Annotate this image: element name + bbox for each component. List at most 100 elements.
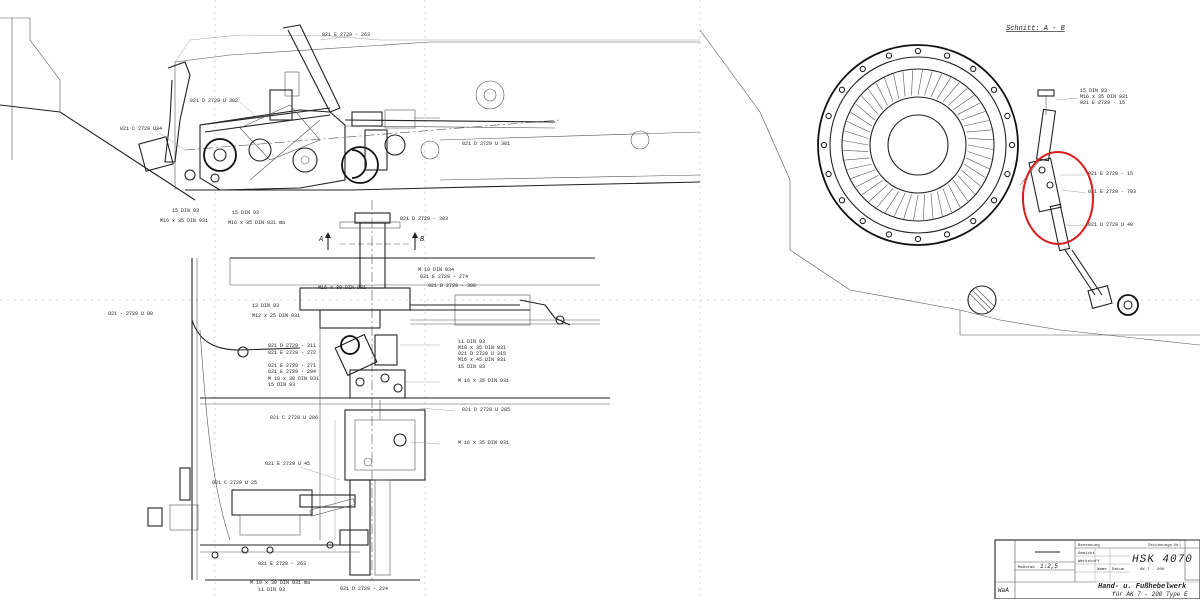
- tb-scale-label: Maßstab: [1018, 565, 1035, 570]
- label: 021 D 2729 - 224: [340, 586, 388, 592]
- drum-bolt-hole: [859, 217, 866, 225]
- drum-fin: [957, 175, 975, 195]
- drum-bolt-hole: [820, 141, 828, 149]
- tb-field-benennung: Benennung: [1078, 544, 1100, 548]
- drum-bolt-hole: [1008, 141, 1016, 149]
- drum-fin: [966, 157, 990, 169]
- label: 021 D 2729 U 315: [458, 351, 506, 357]
- drum-fin: [966, 129, 992, 133]
- tb-field-werkstoff: Werkstoff: [1078, 559, 1100, 564]
- drum-fin: [964, 120, 989, 127]
- label: 021 E 2729 - 263: [258, 561, 306, 567]
- tb-field-name: Name: [1097, 568, 1107, 572]
- drum-fin: [967, 151, 992, 160]
- label: M16 x 30 DIN 931: [318, 285, 366, 291]
- drum-fin: [942, 188, 952, 213]
- label: 021 E 2729 - 274: [420, 274, 468, 280]
- tb-field-gewicht: Gewicht: [1078, 551, 1095, 556]
- plan-view: [147, 200, 610, 581]
- tb-gearbox: AK 7 - 200: [1140, 568, 1165, 572]
- annotation-circle: [1022, 151, 1094, 245]
- drum-bolt-hole: [1004, 170, 1011, 178]
- label: 021 E 2729 - 783: [1088, 189, 1136, 195]
- label: 021 E 2729 - 263: [322, 32, 370, 38]
- drum-fin: [913, 194, 919, 220]
- drum-fin: [867, 88, 883, 110]
- drum-bolt-hole: [990, 197, 998, 204]
- label: M16 x 45 DIN 931: [458, 357, 506, 363]
- label: M 10 DIN 934: [418, 267, 454, 273]
- label: M 10 x 30 DIN 931: [268, 376, 319, 382]
- drum-fin: [923, 194, 925, 220]
- plan-view-labels: 021 - 2729 U 80 M 10 DIN 934 021 E 2729 …: [108, 267, 510, 593]
- drum-fin: [936, 77, 952, 99]
- drum-fin: [964, 163, 986, 179]
- label: 021 D 2729 U 40: [1088, 222, 1133, 228]
- label: 11 DIN 93: [258, 587, 285, 593]
- drum-fin: [936, 191, 943, 216]
- section-marker-b: B: [420, 236, 424, 244]
- label: 15 DIN 93: [268, 382, 295, 388]
- drum-fin: [846, 121, 870, 133]
- drum-fin: [861, 95, 879, 115]
- label: 021 E 2729 - 294: [268, 369, 316, 375]
- drum-bolt-hole: [914, 235, 922, 243]
- drum-fin: [844, 157, 870, 161]
- drum-fin: [961, 169, 981, 187]
- drum-bolt-hole: [970, 65, 977, 73]
- drum-fin: [942, 82, 960, 102]
- drum-bolt-hole: [885, 52, 893, 59]
- drum-fin: [875, 82, 888, 106]
- drum-fin: [903, 194, 912, 219]
- drum-fin: [843, 140, 869, 146]
- section-cut-markers: A B: [318, 232, 424, 250]
- section-title: Schnitt: A - B: [1006, 25, 1065, 33]
- label: 021 D 2729 U 285: [462, 407, 510, 413]
- label: 11 DIN 93: [458, 339, 485, 345]
- tb-designation-sub: für AK 7 - 200 Type E: [1112, 591, 1188, 598]
- drum-fin: [911, 70, 913, 96]
- drum-bolt-hole: [990, 86, 998, 93]
- label: 15 DIN 93: [172, 208, 199, 214]
- label: 021 D 2729 - 300: [428, 283, 476, 289]
- label: 021 E 2729 - 15: [1080, 100, 1125, 106]
- label: 15 DIN 93: [1080, 88, 1107, 94]
- drum-fin: [917, 70, 923, 96]
- drum-fin: [924, 71, 933, 96]
- drum-fin: [930, 193, 934, 219]
- drum-fin: [868, 184, 888, 202]
- side-view-labels: 021 E 2729 - 263 021 D 2729 U 302 021 C …: [120, 32, 510, 226]
- drum-fin: [884, 191, 900, 213]
- drum-bolt-hole: [943, 52, 951, 59]
- label: M 10 x 30 DIN 931 ma: [250, 580, 310, 586]
- drum-bolt-hole: [838, 197, 846, 204]
- drum-fin: [948, 184, 961, 208]
- label: 021 E 2729 - 15: [1088, 171, 1133, 177]
- section-view-labels: Schnitt: A - B 15 DIN 93 M16 x 35 DIN 93…: [1006, 25, 1136, 228]
- drum-fin: [948, 88, 968, 106]
- label: 15 DIN 93: [232, 210, 259, 216]
- label: 021 E 2729 - 272: [268, 350, 316, 356]
- drum-bolt-hole: [838, 86, 846, 93]
- drum-fin: [850, 169, 875, 179]
- tb-office: WaA: [998, 587, 1009, 594]
- drum-fin: [855, 175, 879, 188]
- drum-fin: [843, 150, 869, 152]
- label: 021 - 2729 U 80: [108, 311, 153, 317]
- label: M 16 x 35 DIN 931: [458, 440, 509, 446]
- side-view: [0, 17, 701, 201]
- label: M16 x 35 DIN 931: [1080, 94, 1128, 100]
- label: 13 DIN 93: [252, 303, 279, 309]
- drum-fin: [957, 102, 981, 115]
- title-block: Benennung Zeichnungs-Nr. Gewicht Werksto…: [994, 539, 1200, 600]
- label: M 16 x 35 DIN 931: [458, 378, 509, 384]
- drum-fin: [844, 130, 869, 139]
- label: 021 D 2729 - 303: [400, 216, 448, 222]
- drum-bolt-hole: [825, 170, 832, 178]
- drum-fin: [894, 193, 906, 217]
- drum-fin: [850, 111, 872, 127]
- drum-fin: [861, 180, 883, 196]
- drum-fin: [855, 103, 875, 121]
